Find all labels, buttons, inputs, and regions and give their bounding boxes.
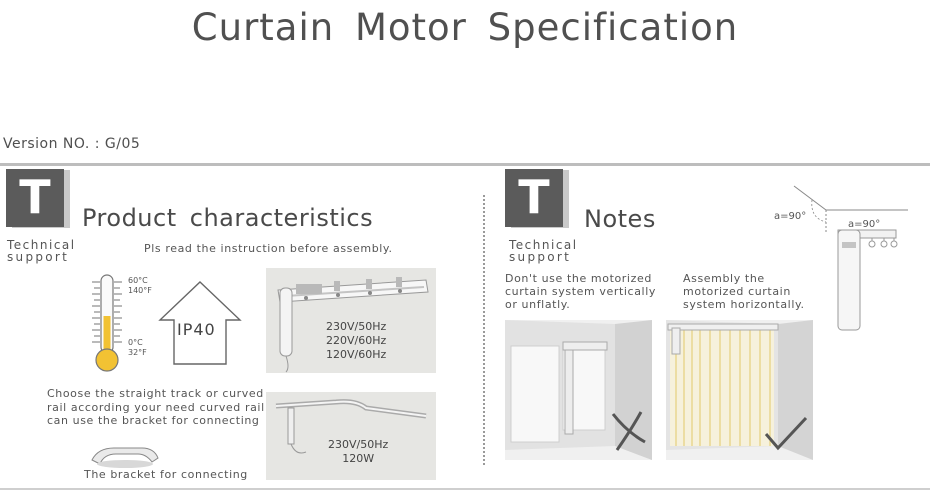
notes-heading: Notes — [584, 205, 656, 233]
product-characteristics-heading: Product characteristics — [82, 204, 374, 232]
top-divider — [0, 163, 930, 166]
temp-low-celsius: 0°C — [128, 338, 143, 347]
house-icon — [158, 281, 242, 365]
ip-rating: IP40 — [177, 320, 216, 339]
bottom-divider — [0, 488, 930, 490]
technical-support-label-notes: Technical support — [509, 238, 578, 264]
wrong-installation-photo — [505, 320, 652, 460]
page-title: Curtain Motor Specification — [191, 6, 739, 49]
temp-high-celsius: 60°C — [128, 276, 148, 285]
section-badge-notes: T — [505, 169, 563, 227]
bracket-icon — [91, 447, 159, 468]
temp-low-fahrenheit: 32°F — [128, 348, 147, 357]
vertical-window-illustration — [505, 320, 652, 460]
horizontal-curtain-illustration — [666, 320, 813, 460]
rail-description: Choose the straight track or curved rail… — [47, 387, 265, 427]
curved-rail-icon — [275, 399, 427, 454]
technical-support-label: Technical support — [7, 238, 76, 264]
voltage-options-curved: 230V/50Hz 120W — [328, 438, 389, 465]
temp-high-fahrenheit: 140°F — [128, 286, 152, 295]
straight-track-motor-icon — [277, 277, 429, 373]
section-badge-product: T — [6, 169, 64, 227]
voltage-options-straight: 230V/50Hz 220V/60Hz 120V/60Hz — [326, 320, 387, 361]
assembly-instruction: Pls read the instruction before assembly… — [144, 242, 393, 255]
version-number: Version NO. : G/05 — [3, 136, 141, 152]
angle-label-ceiling: a=90° — [848, 219, 881, 230]
correct-installation-photo — [666, 320, 813, 460]
section-separator — [483, 195, 485, 465]
straight-track-panel: 230V/50Hz 220V/60Hz 120V/60Hz — [266, 268, 436, 373]
mounting-angle-diagram — [793, 185, 908, 331]
thermometer-icon — [92, 274, 122, 372]
bracket-caption: The bracket for connecting — [84, 468, 248, 481]
angle-label-wall: a=90° — [774, 211, 807, 222]
curved-rail-panel: 230V/50Hz 120W — [266, 392, 436, 480]
note-do-not-vertical: Don't use the motorized curtain system v… — [505, 272, 656, 311]
note-assemble-horizontal: Assembly the motorized curtain system ho… — [683, 272, 805, 311]
